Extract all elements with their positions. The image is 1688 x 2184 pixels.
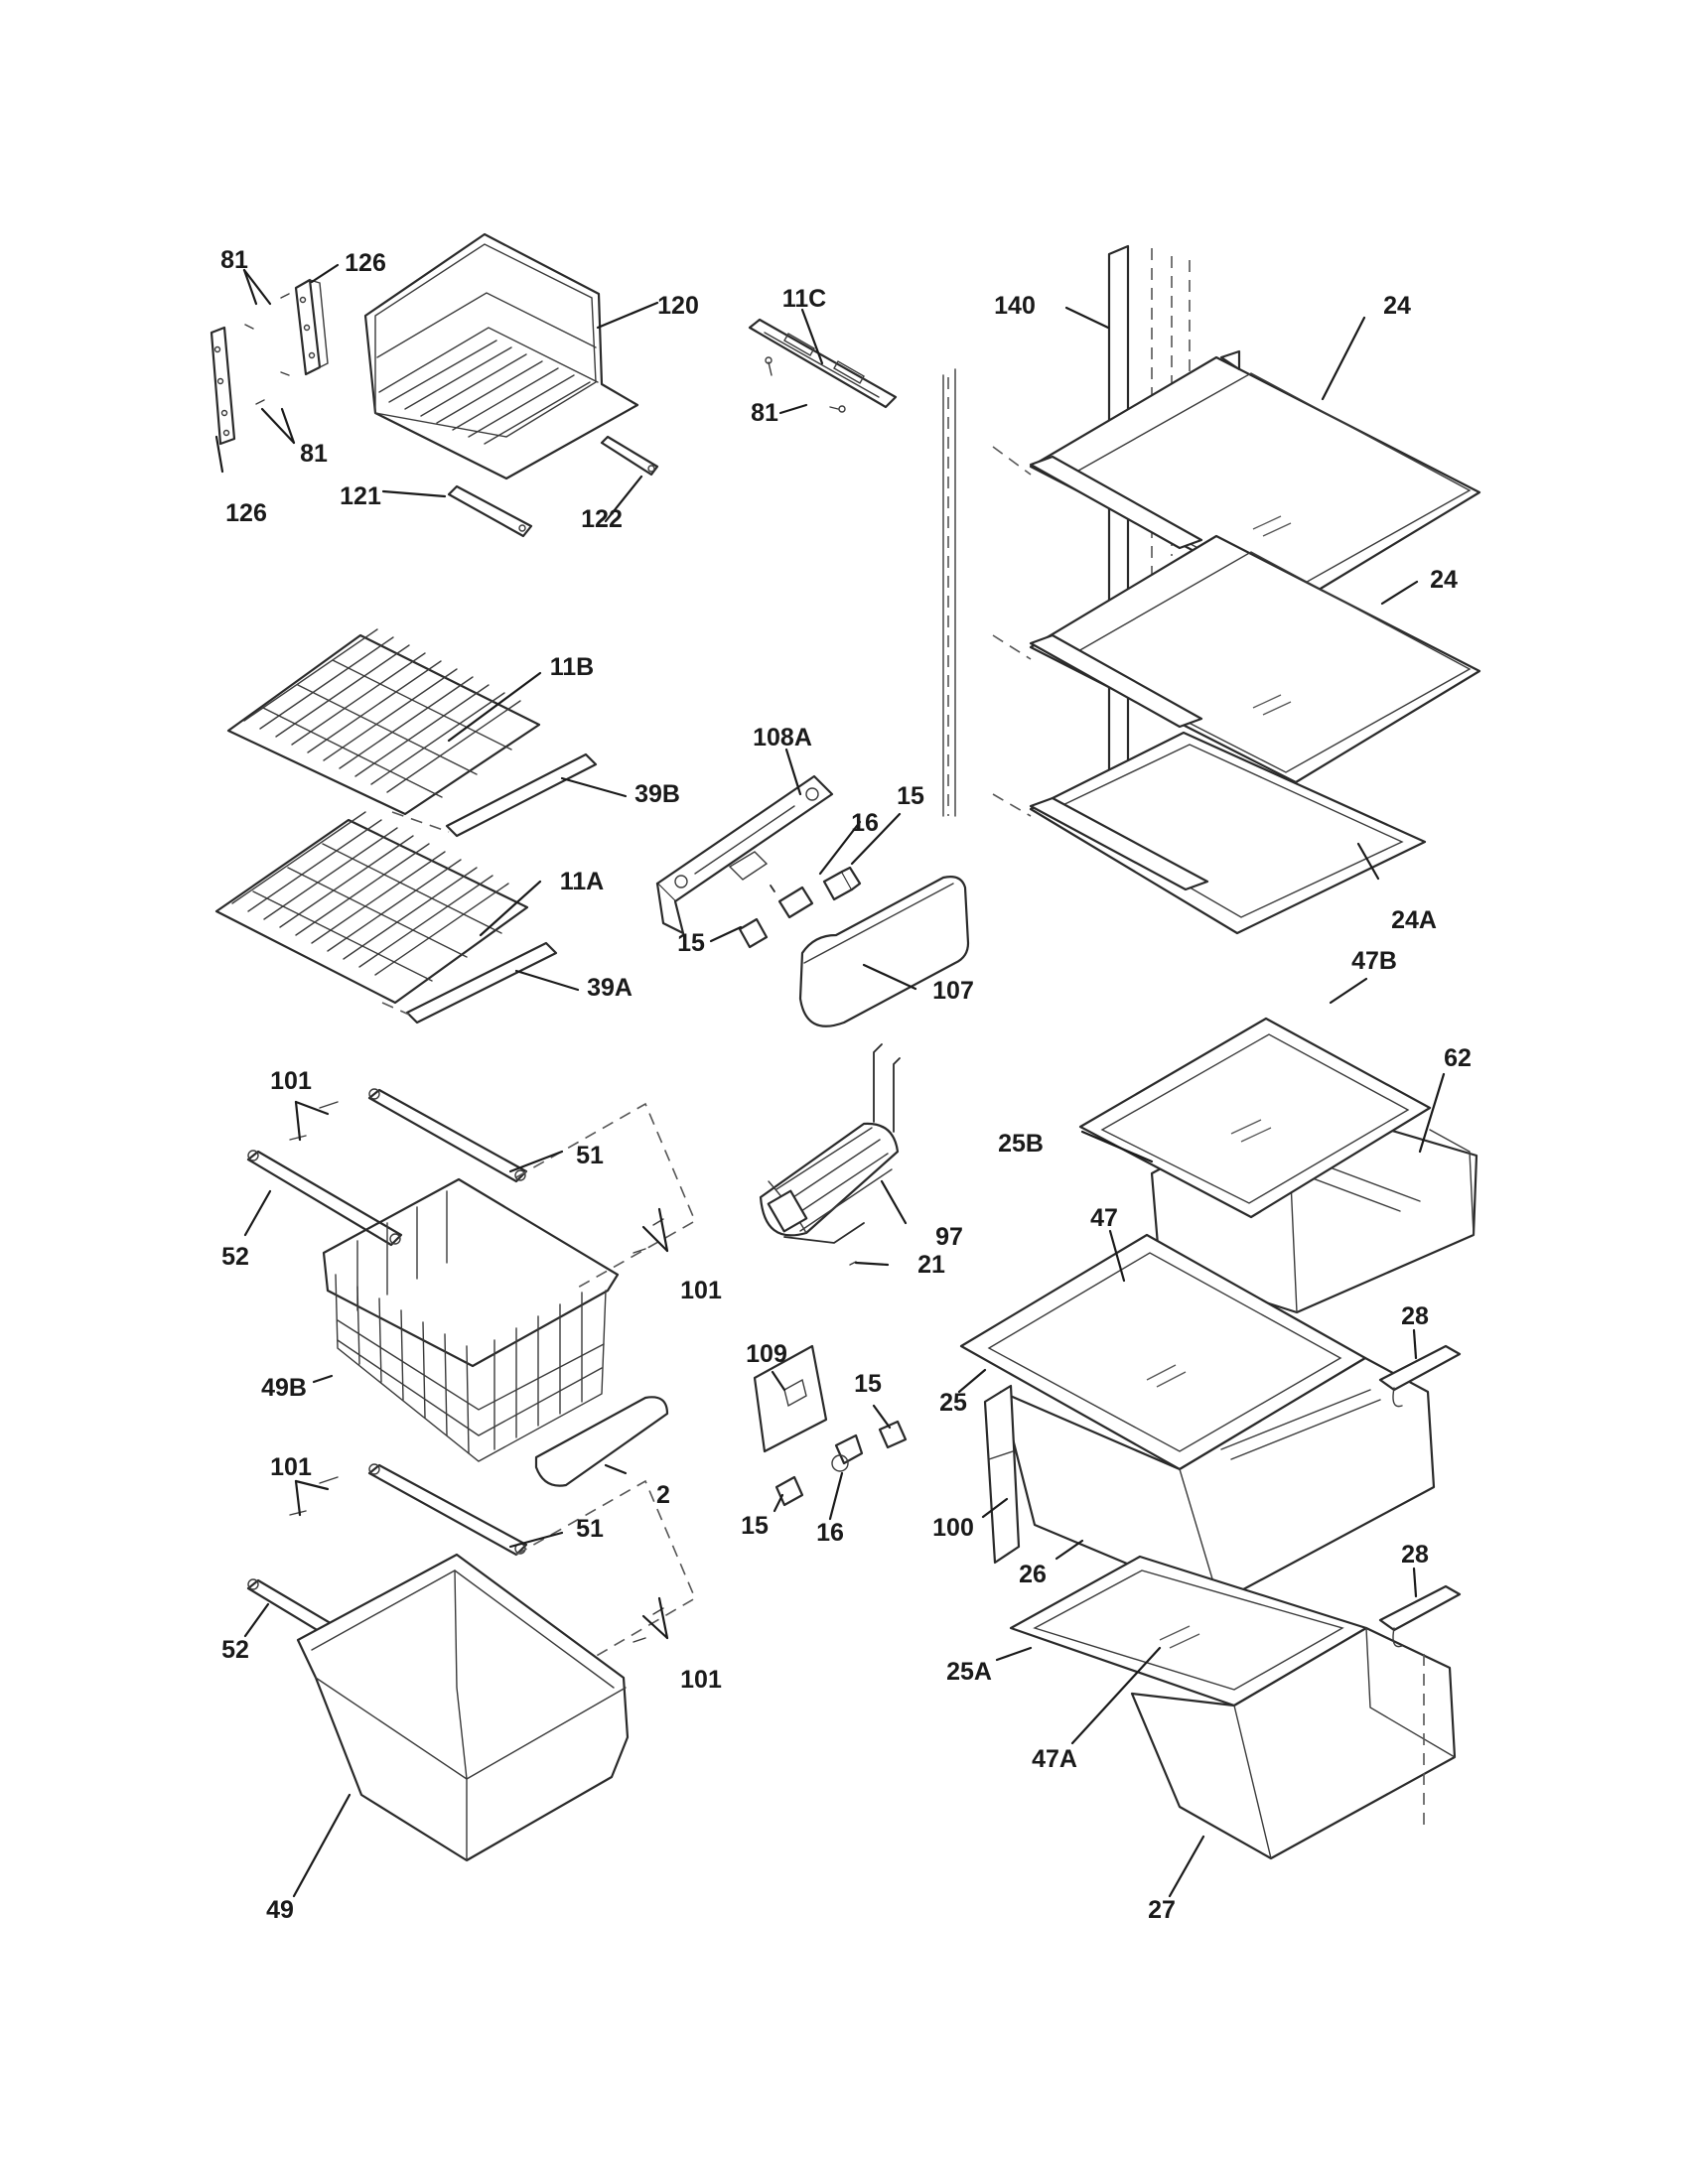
bulb-15-lower-right [878, 1420, 908, 1449]
hinge-126-right [294, 278, 329, 376]
glass-shelf-24-top [1029, 349, 1481, 606]
panel-100 [983, 1384, 1021, 1565]
glass-shelf-24-middle [1029, 534, 1481, 784]
crisper-pan-27 [1130, 1626, 1457, 1860]
screw-81-group-a [244, 293, 290, 405]
callout-100: 100 [932, 1514, 974, 1542]
callout-107: 107 [932, 977, 974, 1005]
callout-97: 97 [935, 1223, 963, 1251]
heater-97 [759, 1043, 901, 1244]
wire-shelf-11A [214, 811, 529, 1005]
screw-81-group-b [765, 356, 846, 413]
leader-lines [214, 263, 1446, 1898]
callout-25A: 25A [946, 1658, 992, 1686]
callout-28: 28 [1401, 1541, 1429, 1569]
callout-109: 109 [746, 1340, 787, 1368]
callout-47A: 47A [1032, 1745, 1077, 1773]
callout-39B: 39B [634, 780, 680, 808]
callout-49B: 49B [261, 1374, 307, 1402]
callout-108A: 108A [753, 724, 812, 751]
callout-122: 122 [581, 505, 623, 533]
callout-24A: 24A [1391, 906, 1437, 934]
dashed-guide-bin [515, 1479, 697, 1669]
callout-28: 28 [1401, 1302, 1429, 1330]
freezer-bin-120 [363, 232, 639, 480]
crisper-pan-25 [999, 1356, 1436, 1604]
callout-16: 16 [816, 1519, 844, 1547]
callout-24: 24 [1430, 566, 1458, 594]
socket-16-lower [831, 1433, 864, 1472]
trim-2 [534, 1396, 669, 1487]
callout-15: 15 [854, 1370, 882, 1398]
callout-101: 101 [680, 1277, 722, 1304]
callout-15: 15 [677, 929, 705, 957]
callout-81: 81 [220, 246, 248, 274]
callout-2: 2 [656, 1481, 670, 1509]
callout-49: 49 [266, 1896, 294, 1924]
callout-62: 62 [1444, 1044, 1472, 1072]
divider-62 [1429, 1129, 1475, 1236]
bulb-15-lower-left [774, 1475, 804, 1507]
callout-126: 126 [225, 499, 267, 527]
wire-shelf-11B [226, 628, 541, 816]
callout-11C: 11C [782, 285, 826, 313]
bulb-15-upper-right [822, 866, 862, 901]
bracket-28-lower [1378, 1584, 1462, 1827]
bracket-28-upper [1378, 1344, 1462, 1408]
callout-101: 101 [680, 1666, 722, 1694]
rail-122 [600, 435, 659, 477]
callout-16: 16 [851, 809, 879, 837]
callout-120: 120 [657, 292, 699, 320]
callout-25B: 25B [998, 1130, 1044, 1158]
trim-39A [405, 941, 558, 1024]
callout-11B: 11B [550, 653, 594, 681]
callout-81: 81 [751, 399, 778, 427]
light-cover-107 [798, 876, 970, 1027]
rail-51-upper [367, 1088, 528, 1183]
glass-shelf-24A-bottom [1029, 731, 1427, 935]
crisper-lid-47B [1078, 1017, 1432, 1219]
dashed-guide-basket [515, 1102, 697, 1290]
dashed-guide-trims [381, 811, 450, 1016]
dashed-guide-shelves [992, 446, 1032, 817]
callout-101: 101 [270, 1067, 312, 1095]
socket-16-upper [770, 885, 814, 919]
callout-25: 25 [939, 1389, 967, 1417]
callout-52: 52 [221, 1243, 249, 1271]
rail-121 [447, 484, 533, 538]
rail-52-upper [246, 1150, 403, 1247]
light-housing-108A [655, 774, 834, 935]
screw-101-group-a [289, 1101, 664, 1254]
rail-51-lower [367, 1463, 528, 1557]
callout-47: 47 [1090, 1204, 1118, 1232]
callout-81: 81 [300, 440, 328, 468]
callout-11A: 11A [560, 868, 604, 895]
callout-21: 21 [917, 1251, 945, 1279]
callout-121: 121 [340, 482, 381, 510]
bulb-15-upper-left [738, 917, 769, 949]
callout-51: 51 [576, 1515, 604, 1543]
screw-101-group-b [289, 1476, 664, 1643]
callout-labels: 81 126 120 81 126 121 122 11C 81 140 24 … [220, 246, 1472, 1924]
screw-21 [849, 1261, 857, 1266]
callout-15: 15 [741, 1512, 769, 1540]
wire-basket-49B [322, 1177, 620, 1462]
callout-15: 15 [897, 782, 924, 810]
callout-47B: 47B [1351, 947, 1397, 975]
callout-39A: 39A [587, 974, 633, 1002]
freezer-bin-49 [296, 1553, 630, 1862]
callout-24: 24 [1383, 292, 1411, 320]
callout-126: 126 [345, 249, 386, 277]
callout-26: 26 [1019, 1561, 1047, 1588]
callout-101: 101 [270, 1453, 312, 1481]
trim-39B [445, 752, 598, 838]
callout-52: 52 [221, 1636, 249, 1664]
callout-27: 27 [1148, 1896, 1176, 1924]
callout-51: 51 [576, 1142, 604, 1169]
callout-140: 140 [994, 292, 1036, 320]
hinge-126-left [210, 326, 236, 446]
